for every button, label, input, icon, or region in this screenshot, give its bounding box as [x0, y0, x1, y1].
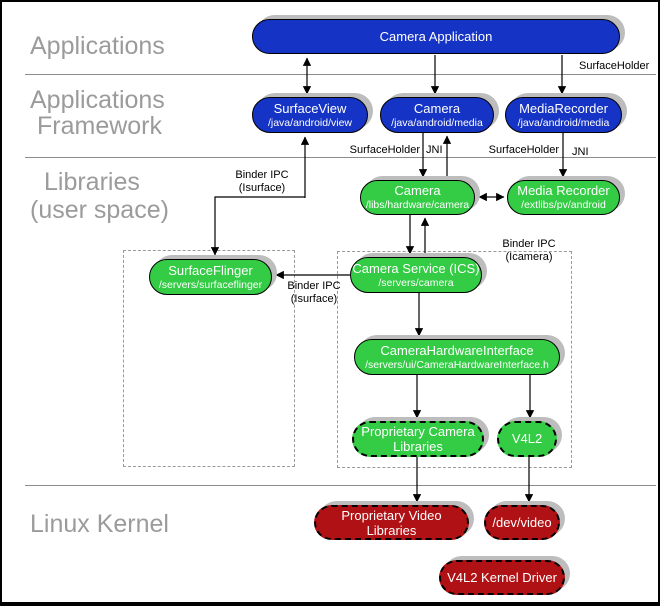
node-mediarecorder-java-subtitle: /java/android/media: [517, 116, 610, 129]
node-surfaceflinger: SurfaceFlinger /servers/surfaceflinger: [149, 259, 272, 295]
divider-libraries-kernel: [25, 485, 656, 486]
node-media-recorder-lib-title: Media Recorder: [517, 183, 610, 198]
node-surfaceview: SurfaceView /java/android/view: [252, 97, 368, 133]
section-label-libraries-line2: (user space): [30, 196, 169, 224]
node-camera-lib-title: Camera: [394, 183, 441, 198]
node-camera-java-title: Camera: [413, 100, 461, 116]
node-camera-java-subtitle: /java/android/media: [391, 116, 483, 129]
label-binder-ipc-icamera: Binder IPC (Icamera): [479, 238, 579, 264]
section-label-libraries-line1: Libraries: [44, 168, 140, 196]
section-label-framework-line2: Framework: [37, 112, 163, 140]
node-camera-java: Camera /java/android/media: [380, 97, 494, 133]
section-label-applications: Applications: [30, 32, 165, 60]
divider-applications-framework: [25, 74, 656, 75]
dashed-group-camera-service: [337, 251, 572, 468]
node-camera-hardware-interface-subtitle: /servers/ui/CameraHardwareInterface.h: [365, 358, 549, 371]
node-surfaceview-subtitle: /java/android/view: [267, 116, 353, 129]
node-proprietary-camera-libraries-title: Proprietary Camera Libraries: [361, 424, 475, 454]
label-binder-ipc-icamera-line1: Binder IPC: [502, 238, 556, 250]
node-camera-lib-subtitle: /libs/hardware/camera: [365, 199, 470, 211]
node-v4l2-kernel-driver: V4L2 Kernel Driver: [439, 560, 565, 595]
node-proprietary-camera-libraries: Proprietary Camera Libraries: [352, 421, 484, 457]
node-camera-service-title: Camera Service (ICS): [352, 260, 480, 276]
node-proprietary-video-libraries-title: Proprietary Video Libraries: [341, 507, 442, 538]
node-media-recorder-lib: Media Recorder /extlibs/pv/android: [507, 180, 620, 215]
node-v4l2-kernel-driver-title: V4L2 Kernel Driver: [447, 569, 557, 585]
label-binder-ipc-isurface-lower: Binder IPC (Isurface): [264, 280, 364, 306]
node-v4l2: V4L2: [497, 421, 557, 457]
node-mediarecorder-java: MediaRecorder /java/android/media: [505, 97, 622, 133]
node-camera-lib: Camera /libs/hardware/camera: [360, 180, 475, 215]
node-dev-video-title: /dev/video: [492, 514, 552, 530]
label-jni-camera: JNI: [426, 144, 443, 156]
arrow-surfaceview-to-surfaceflinger: [210, 196, 305, 256]
node-camera-service: Camera Service (ICS) /servers/camera: [350, 257, 482, 293]
label-surfaceholder-top: SurfaceHolder: [579, 60, 650, 72]
label-binder-ipc-isurface-lower-line1: Binder IPC: [287, 280, 341, 292]
label-surfaceholder-camera: SurfaceHolder: [349, 144, 420, 156]
node-media-recorder-lib-subtitle: /extlibs/pv/android: [521, 199, 606, 211]
label-binder-ipc-isurface-upper-line1: Binder IPC: [235, 169, 289, 181]
node-v4l2-title: V4L2: [511, 431, 543, 446]
node-camera-hardware-interface-title: CameraHardwareInterface: [380, 342, 534, 358]
label-jni-mediarecorder: JNI: [572, 146, 589, 158]
node-mediarecorder-java-title: MediaRecorder: [519, 100, 608, 116]
divider-framework-libraries: [25, 157, 656, 158]
node-dev-video: /dev/video: [484, 505, 560, 540]
section-label-framework-line1: Applications: [30, 86, 165, 114]
node-camera-hardware-interface: CameraHardwareInterface /servers/ui/Came…: [354, 339, 560, 375]
node-surfaceflinger-title: SurfaceFlinger: [168, 262, 253, 278]
node-camera-service-subtitle: /servers/camera: [378, 276, 454, 289]
label-binder-ipc-isurface-upper: Binder IPC (Isurface): [212, 169, 312, 195]
label-binder-ipc-isurface-lower-line2: (Isurface): [290, 293, 338, 305]
node-camera-application: Camera Application: [252, 19, 620, 54]
section-label-kernel: Linux Kernel: [30, 510, 169, 538]
node-surfaceview-title: SurfaceView: [273, 100, 347, 116]
label-binder-ipc-isurface-upper-line2: (Isurface): [238, 182, 286, 194]
node-surfaceflinger-subtitle: /servers/surfaceflinger: [158, 278, 263, 291]
dashed-group-surfaceflinger: [123, 250, 295, 467]
label-binder-ipc-icamera-line2: (Icamera): [505, 251, 553, 263]
node-proprietary-video-libraries: Proprietary Video Libraries: [314, 505, 469, 540]
label-surfaceholder-mediarecorder: SurfaceHolder: [488, 144, 559, 156]
node-camera-application-title: Camera Application: [379, 28, 493, 44]
